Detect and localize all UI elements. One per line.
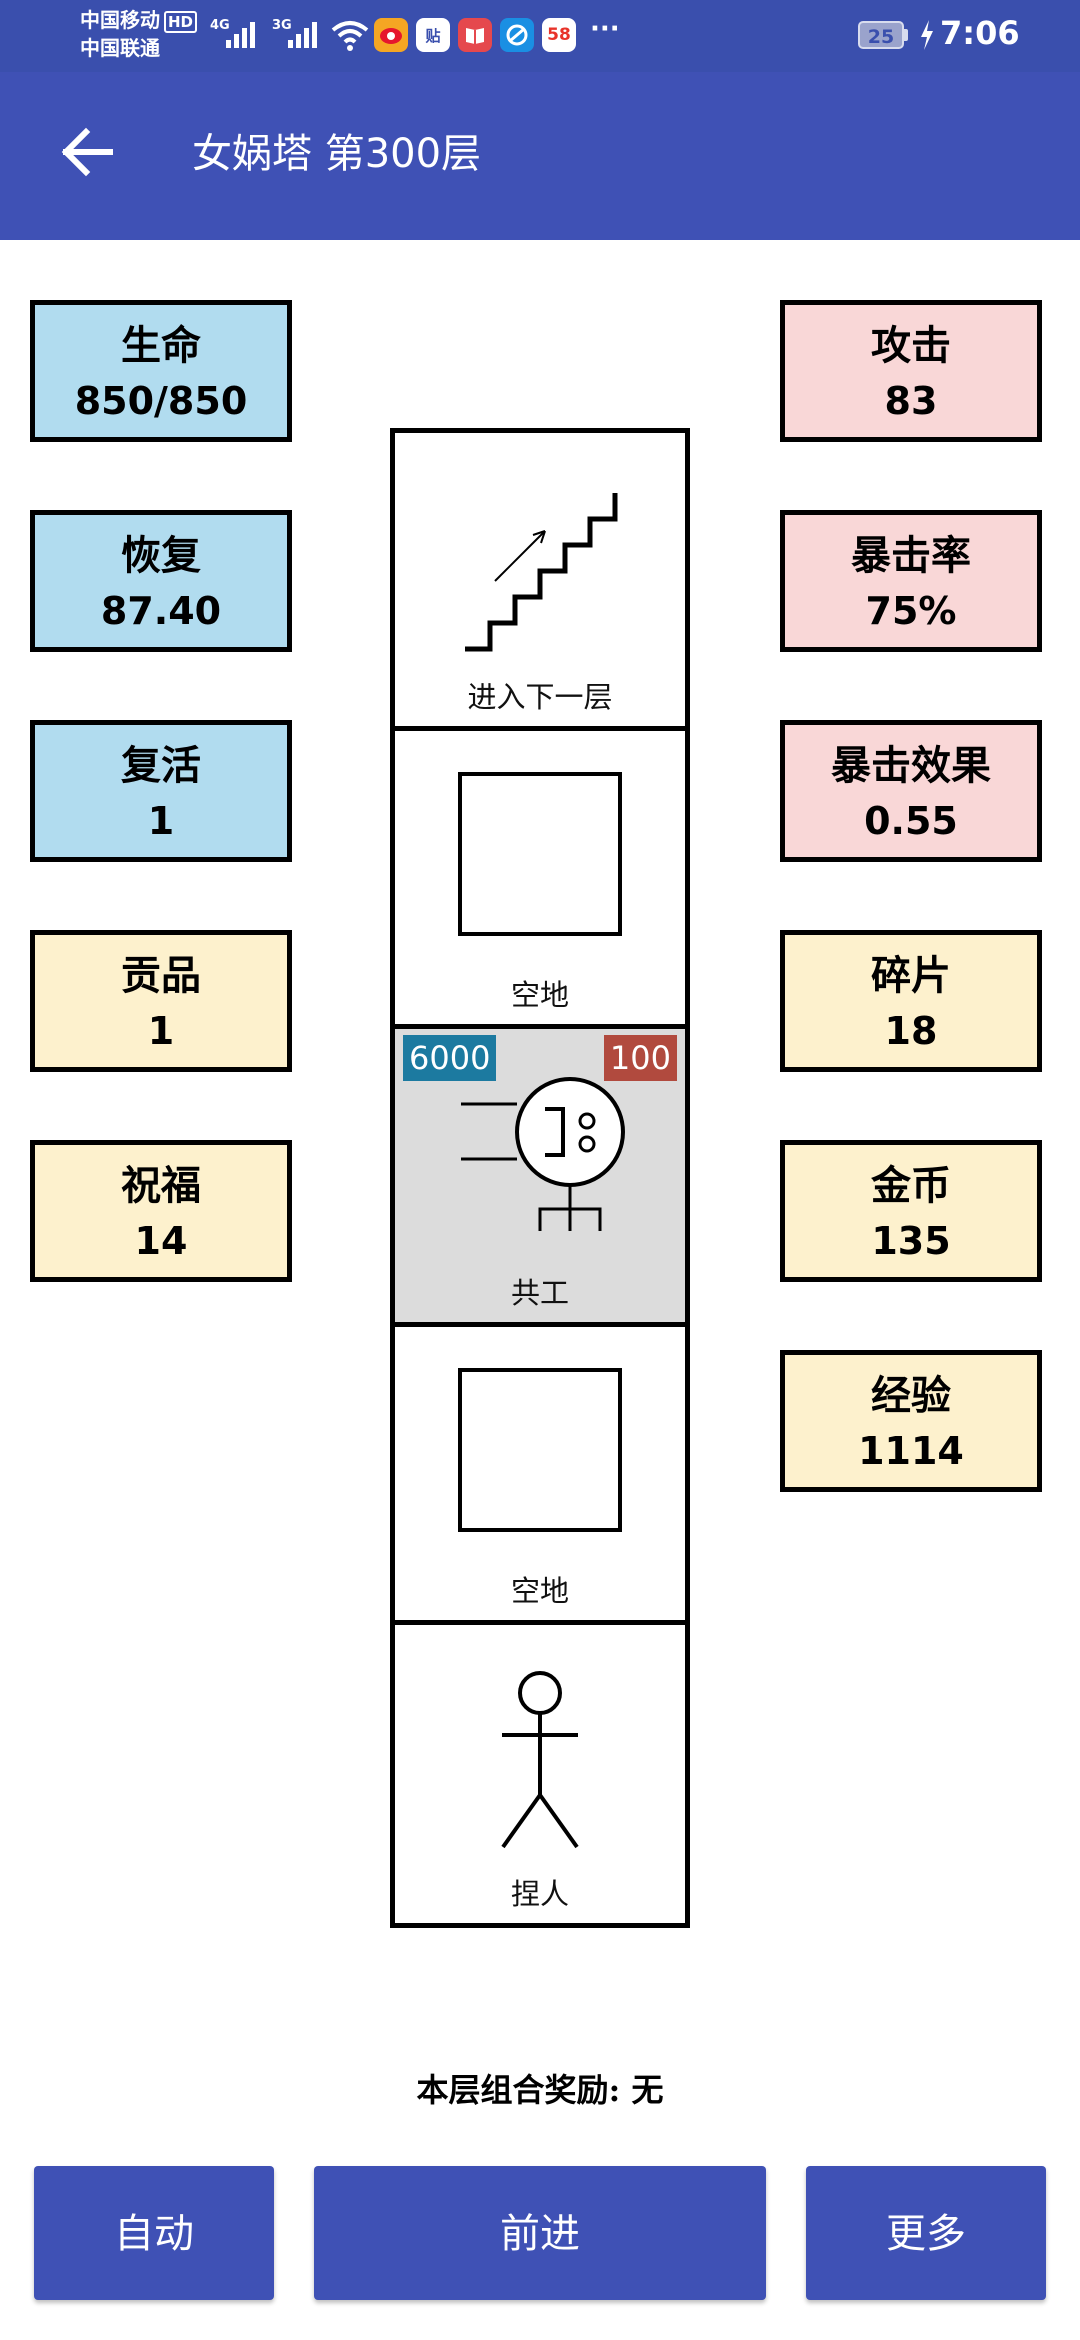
tower-cell-stairs[interactable]: 进入下一层	[395, 433, 685, 731]
stat-label: 暴击效果	[831, 742, 991, 789]
stat-label: 贡品	[121, 952, 201, 999]
page-title: 女娲塔 第300层	[192, 131, 482, 177]
stat-value: 1114	[858, 1429, 964, 1473]
hd-badge: HD	[164, 10, 198, 33]
58-icon: 58	[542, 18, 576, 52]
stat-label: 暴击率	[851, 532, 971, 579]
more-button[interactable]: 更多	[806, 2166, 1046, 2300]
clock: 7:06	[940, 14, 1020, 52]
stat-crit-rate: 暴击率 75%	[780, 510, 1042, 652]
stat-value: 18	[884, 1009, 938, 1053]
network-type-1: 4G	[210, 18, 230, 33]
battery-cap	[904, 29, 908, 41]
more-notifications-icon: ···	[590, 14, 620, 44]
stat-tribute: 贡品 1	[30, 930, 292, 1072]
weibo-icon	[374, 18, 408, 52]
stat-attack: 攻击 83	[780, 300, 1042, 442]
battery-icon: 25	[858, 21, 904, 49]
tieba-icon: 贴	[416, 18, 450, 52]
stat-hp: 生命 850/850	[30, 300, 292, 442]
stat-value: 850/850	[74, 379, 248, 423]
monster-attack-badge: 100	[603, 1035, 677, 1081]
cell-label: 捏人	[510, 1877, 569, 1911]
monster-hp-badge: 6000	[403, 1035, 497, 1081]
notification-icons: 贴 58	[374, 18, 576, 52]
forward-button[interactable]: 前进	[314, 2166, 766, 2300]
cell-label: 共工	[510, 1276, 569, 1310]
stat-fragments: 碎片 18	[780, 930, 1042, 1072]
stat-value: 1	[147, 799, 175, 843]
floor-bonus-text: 本层组合奖励: 无	[416, 2071, 664, 2109]
stat-blessing: 祝福 14	[30, 1140, 292, 1282]
stat-value: 135	[871, 1219, 951, 1263]
stat-crit-effect: 暴击效果 0.55	[780, 720, 1042, 862]
tower-cell-empty[interactable]: 空地	[395, 731, 685, 1029]
stat-label: 生命	[121, 322, 201, 369]
empty-square-icon	[458, 1368, 622, 1532]
stat-value: 0.55	[864, 799, 958, 843]
signal-icon	[226, 18, 262, 48]
app-bar: 女娲塔 第300层	[0, 72, 1080, 240]
stat-gold: 金币 135	[780, 1140, 1042, 1282]
browser-icon	[500, 18, 534, 52]
monster-icon	[461, 1077, 625, 1231]
carrier-1: 中国移动	[80, 8, 160, 32]
tower-cell-player[interactable]: 捏人	[395, 1625, 685, 1923]
carrier-2: 中国联通	[80, 36, 160, 60]
book-icon	[458, 18, 492, 52]
stat-label: 碎片	[871, 952, 951, 999]
empty-square-icon	[458, 772, 622, 936]
stat-value: 75%	[865, 589, 957, 633]
stat-revive: 复活 1	[30, 720, 292, 862]
stat-label: 经验	[871, 1372, 951, 1419]
stat-value: 83	[884, 379, 938, 423]
stat-label: 复活	[121, 742, 201, 789]
stat-label: 金币	[871, 1162, 951, 1209]
cell-label: 空地	[510, 978, 569, 1012]
network-type-2: 3G	[272, 18, 292, 33]
stick-figure-icon	[501, 1671, 579, 1849]
stat-label: 攻击	[871, 322, 951, 369]
arrow-left-icon[interactable]	[58, 122, 118, 182]
tower-column: 进入下一层 空地 6000 100 共工 空地	[390, 428, 690, 1928]
stat-regen: 恢复 87.40	[30, 510, 292, 652]
cell-label: 进入下一层	[467, 680, 613, 714]
tower-cell-empty[interactable]: 空地	[395, 1327, 685, 1625]
auto-button[interactable]: 自动	[34, 2166, 274, 2300]
stat-label: 祝福	[121, 1162, 201, 1209]
stairs-icon	[465, 493, 618, 652]
wifi-icon	[331, 21, 369, 51]
cell-label: 空地	[510, 1574, 569, 1608]
stat-experience: 经验 1114	[780, 1350, 1042, 1492]
stat-value: 1	[147, 1009, 175, 1053]
charging-icon	[921, 20, 933, 50]
stat-value: 14	[134, 1219, 188, 1263]
stat-value: 87.40	[100, 589, 222, 633]
tower-cell-monster[interactable]: 6000 100 共工	[395, 1029, 685, 1327]
stat-label: 恢复	[121, 532, 201, 579]
signal-icon-2	[288, 18, 324, 48]
